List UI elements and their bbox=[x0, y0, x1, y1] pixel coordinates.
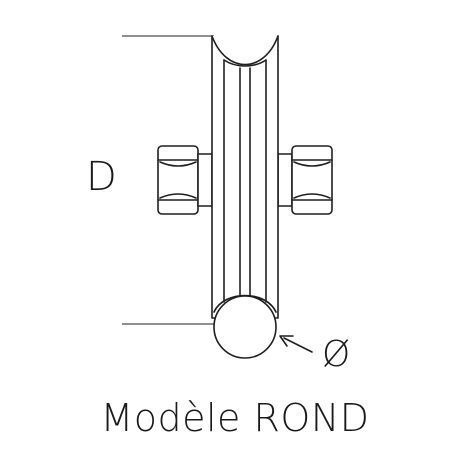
round-groove-profile bbox=[213, 294, 277, 359]
hex-nut-left bbox=[157, 145, 213, 215]
wheel-body bbox=[211, 35, 279, 319]
wheel-diameter-label: D bbox=[86, 154, 117, 200]
diameter-arrow bbox=[279, 335, 313, 353]
hex-nut-right bbox=[277, 145, 333, 215]
groove-diameter-label: Ø bbox=[322, 334, 351, 375]
model-caption: Modèle ROND bbox=[100, 396, 370, 440]
